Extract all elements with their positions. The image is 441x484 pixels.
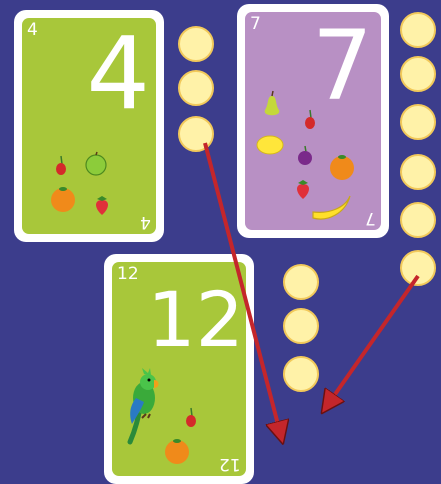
arrow-from-card4-token	[205, 143, 282, 440]
arrow-from-card7-token	[324, 276, 418, 410]
